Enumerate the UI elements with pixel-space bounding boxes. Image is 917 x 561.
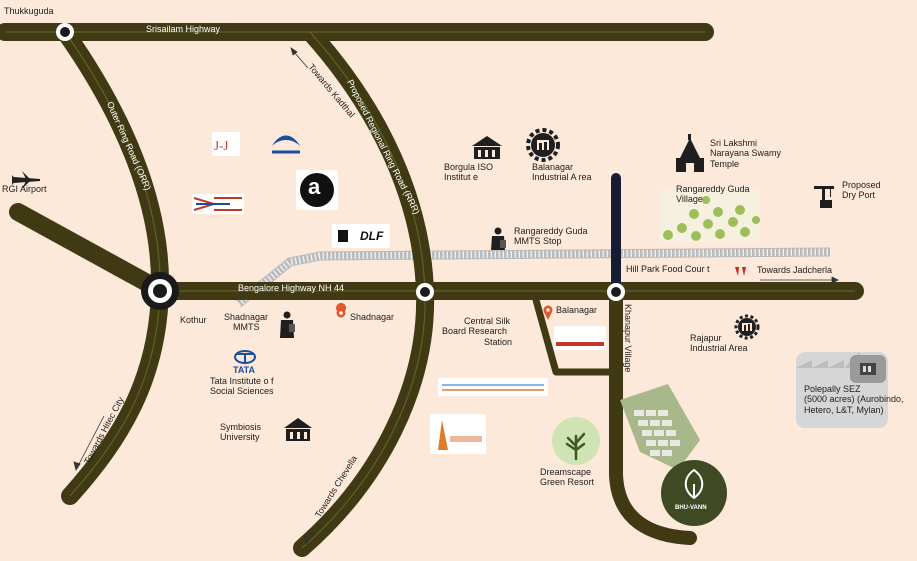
symbiosis-building-icon — [284, 418, 312, 441]
balanagar-industrial-line-1: Balanagar — [532, 162, 574, 172]
polepally-line-1: Polepally SEZ — [804, 384, 861, 394]
polepally-line-2: (5000 acres) (Aurobindo, — [804, 394, 904, 405]
khanapur-road — [609, 284, 697, 545]
blue-wave-logo — [270, 126, 302, 158]
borgula-line-1: Borgula ISO — [444, 162, 494, 172]
towards-jadcherla-label: Towards Jadcherla — [757, 265, 833, 275]
jj-logo: J-J — [212, 132, 240, 156]
junction-orr-interchange — [141, 272, 179, 310]
temple-icon — [676, 134, 704, 172]
dry-port-crane-icon — [814, 186, 834, 208]
rajapur-line-2: Industrial Area — [690, 343, 748, 354]
balanagar-industrial-line-2: Industrial A rea — [532, 172, 592, 183]
flag-logo — [192, 194, 244, 214]
arrow-kadthal-icon — [290, 47, 309, 69]
bhuvann-logo — [661, 460, 727, 526]
symbiosis-line-1: Symbiosis — [220, 422, 262, 432]
orr-airport-spur — [9, 203, 169, 299]
research-station-logo — [438, 378, 548, 396]
borgula-line-2: Institut e — [444, 172, 479, 183]
tata-logo-mark — [234, 350, 256, 364]
village-trees-icon — [660, 190, 760, 242]
svg-text:J-J: J-J — [214, 138, 228, 153]
central-silk-line-2: Board Research — [442, 326, 508, 337]
balanagar-link-road — [532, 296, 620, 376]
dry-port-line-1: Proposed — [842, 180, 881, 190]
orange-logo — [430, 414, 486, 454]
rangareddy-village-line-1: Rangareddy Guda — [676, 184, 750, 194]
shadnagar-label: Shadnagar — [350, 312, 395, 322]
bhuvann-logo-text: BHU-VANN — [675, 505, 707, 511]
balanagar-pin-icon — [543, 305, 553, 320]
shadnagar-mmts-line-2: MMTS — [233, 322, 260, 333]
rgi-airport-label: RGI Airport — [2, 184, 47, 194]
amazon-logo — [296, 170, 338, 210]
dry-port-line-2: Dry Port — [842, 190, 876, 201]
polepally-line-3: Hetero, L&T, Mylan) — [804, 404, 884, 415]
shadnagar-pin-icon — [336, 303, 347, 323]
khanapur-village-label: Khanapur Village — [623, 304, 633, 373]
amazon-logo-text: a — [308, 174, 321, 199]
junction-khanapur — [607, 283, 625, 301]
tiss-line-2: Social Sciences — [210, 386, 274, 397]
kothur-label: Kothur — [180, 315, 207, 325]
dlf-logo — [332, 224, 390, 248]
dreamscape-line-2: Green Resort — [540, 477, 595, 488]
tata-logo-text: TATA — [233, 365, 255, 375]
shadnagar-mmts-line-1: Shadnagar — [224, 312, 269, 322]
temple-line-1: Sri Lakshmi — [710, 138, 758, 148]
temple-line-2: Narayana Swamy — [710, 148, 782, 159]
mmts-stop-line-1: Rangareddy Guda — [514, 226, 588, 236]
dreamscape-tree-icon — [552, 417, 600, 465]
rangareddy-village-line-2: Village — [676, 194, 703, 205]
plot-layout-image — [620, 384, 700, 470]
temple-line-3: Temple — [710, 158, 740, 169]
arrow-hitec-icon — [73, 415, 105, 471]
central-silk-line-1: Central Silk — [464, 316, 511, 326]
rajapur-line-1: Rajapur — [690, 333, 722, 343]
food-court-icon — [735, 267, 746, 276]
srisailam-highway-label: Srisailam Highway — [146, 24, 221, 34]
airplane-icon — [12, 171, 40, 189]
industrial-gear-icon — [526, 128, 560, 162]
arrow-chevella-icon — [304, 517, 327, 545]
arrow-jadcherla-icon — [760, 276, 839, 284]
rajapur-gear-icon — [734, 314, 760, 340]
junction-rrr — [416, 283, 434, 301]
dlf-logo-text: DLF — [360, 229, 384, 243]
borgula-institute-icon — [472, 136, 502, 159]
bengalore-highway-label: Bengalore Highway NH 44 — [238, 283, 345, 293]
shadnagar-passenger-icon — [280, 311, 295, 338]
vkg-logo — [554, 326, 606, 350]
hill-park-label: Hill Park Food Cour t — [626, 264, 710, 274]
central-silk-line-3: Station — [484, 336, 513, 347]
junction-thukkuguda — [56, 23, 74, 41]
tiss-line-1: Tata Institute o f — [210, 376, 274, 386]
mmts-stop-line-2: MMTS Stop — [514, 236, 562, 247]
mmts-passenger-icon — [491, 227, 506, 250]
symbiosis-line-2: University — [220, 432, 260, 443]
balanagar-label: Balanagar — [556, 305, 598, 315]
thukkuguda-label: Thukkuguda — [4, 6, 54, 16]
dreamscape-line-1: Dreamscape — [540, 467, 592, 477]
polepally-sez-panel — [796, 352, 888, 428]
polepally-label: Polepally SEZ(5000 acres) (Aurobindo,Het… — [804, 384, 904, 415]
